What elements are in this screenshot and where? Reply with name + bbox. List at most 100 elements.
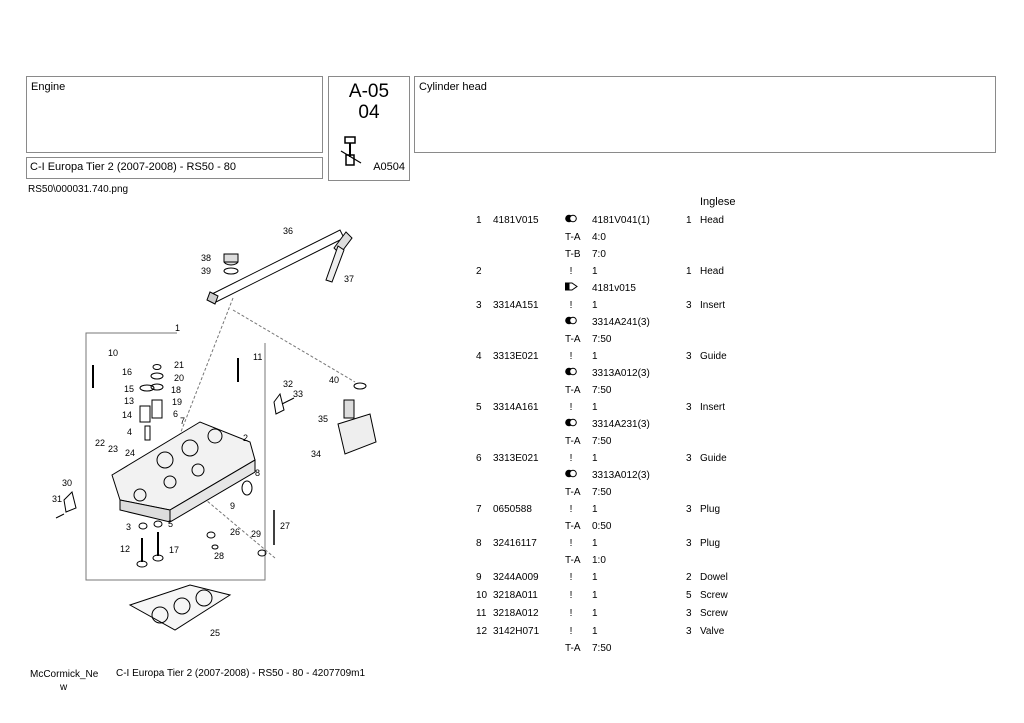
torque-value: 7:50	[592, 643, 612, 654]
torque-value: 7:50	[592, 436, 612, 447]
item-number: 9	[476, 572, 482, 583]
callout-28: 28	[214, 551, 224, 561]
description: Insert	[700, 300, 726, 311]
reference: 1	[592, 572, 598, 583]
exclamation-icon: !	[569, 453, 573, 464]
item-number: 12	[476, 626, 488, 637]
callout-12: 12	[120, 544, 130, 554]
description: Plug	[700, 538, 721, 549]
cylinder-head-group-icon	[340, 136, 362, 166]
torque-label: T-A	[565, 643, 581, 654]
interchange-icon	[565, 418, 577, 432]
torque-value: 7:50	[592, 487, 612, 498]
callout-11: 11	[253, 352, 262, 362]
interchange-icon	[565, 469, 577, 483]
quantity: 3	[686, 402, 692, 413]
footer-brand-line2: w	[60, 682, 68, 693]
description: Guide	[700, 351, 727, 362]
description: Valve	[700, 626, 725, 637]
quantity: 3	[686, 300, 692, 311]
exclamation-icon: !	[569, 351, 573, 362]
callout-27: 27	[280, 521, 290, 531]
section-title: Engine	[31, 81, 66, 93]
item-number: 8	[476, 538, 482, 549]
group-code-line2: 04	[358, 102, 380, 123]
torque-label: T-A	[565, 436, 581, 447]
quantity: 3	[686, 626, 692, 637]
part-number: 3218A011	[493, 590, 538, 601]
description: Dowel	[700, 572, 728, 583]
callout-38: 38	[201, 253, 211, 263]
group-code-line1: A-05	[348, 81, 390, 102]
description: Head	[700, 266, 724, 277]
torque-label: T-A	[565, 555, 581, 566]
reference: 1	[592, 608, 598, 619]
footer-brand: McCormick_Ne w	[30, 668, 102, 694]
exclamation-icon: !	[569, 538, 573, 549]
callout-36: 36	[283, 226, 293, 236]
description: Screw	[700, 590, 728, 601]
callout-7: 7	[180, 416, 185, 426]
torque-label: T-B	[565, 249, 581, 260]
callout-34: 34	[311, 449, 321, 459]
callout-20: 20	[174, 373, 184, 383]
reference: 1	[592, 626, 598, 637]
callout-35: 35	[318, 414, 328, 424]
quantity: 2	[686, 572, 692, 583]
torque-value: 7:50	[592, 334, 612, 345]
callout-26: 26	[230, 527, 240, 537]
exclamation-icon: !	[569, 402, 573, 413]
callout-25: 25	[210, 628, 220, 638]
reference: 1	[592, 300, 598, 311]
torque-value: 7:0	[592, 249, 606, 260]
exclamation-icon: !	[569, 266, 573, 277]
torque-value: 7:50	[592, 385, 612, 396]
callout-1: 1	[175, 323, 180, 333]
callout-31: 31	[52, 494, 62, 504]
title-box: Cylinder head	[414, 76, 996, 153]
reference: 1	[592, 266, 598, 277]
quantity: 1	[686, 266, 692, 277]
item-number: 7	[476, 504, 482, 515]
description: Head	[700, 215, 724, 226]
reference: 1	[592, 351, 598, 362]
model-title: C-I Europa Tier 2 (2007-2008) - RS50 - 8…	[30, 161, 237, 173]
quantity: 5	[686, 590, 692, 601]
model-box: C-I Europa Tier 2 (2007-2008) - RS50 - 8…	[26, 157, 323, 179]
callout-5: 5	[168, 519, 173, 529]
torque-label: T-A	[565, 521, 581, 532]
exclamation-icon: !	[569, 608, 573, 619]
part-number: 3313E021	[493, 453, 539, 464]
quantity: 3	[686, 453, 692, 464]
callout-37: 37	[344, 274, 354, 284]
torque-label: T-A	[565, 385, 581, 396]
part-number: 32416117	[493, 538, 537, 549]
quantity: 3	[686, 504, 692, 515]
reference: 4181V041(1)	[592, 215, 650, 226]
quantity: 3	[686, 538, 692, 549]
reference: 4181v015	[592, 283, 636, 294]
reference: 3314A241(3)	[592, 317, 650, 328]
description: Plug	[700, 504, 721, 515]
reference: 1	[592, 402, 598, 413]
callout-8: 8	[255, 468, 260, 478]
item-number: 2	[476, 266, 482, 277]
group-code: A-05 04	[329, 81, 409, 123]
item-number: 11	[476, 608, 487, 619]
description: Guide	[700, 453, 727, 464]
reference: 3314A231(3)	[592, 419, 650, 430]
group-code-small: A0504	[373, 161, 405, 173]
part-number: 3142H071	[493, 626, 540, 637]
reference: 3313A012(3)	[592, 368, 650, 379]
quantity: 3	[686, 351, 692, 362]
torque-value: 1:0	[592, 555, 606, 566]
item-number: 6	[476, 453, 482, 464]
torque-value: 0:50	[592, 521, 612, 532]
page-title: Cylinder head	[419, 81, 487, 93]
exclamation-icon: !	[569, 504, 573, 515]
description: Screw	[700, 608, 728, 619]
callout-18: 18	[171, 385, 181, 395]
description: Insert	[700, 402, 726, 413]
reference: 3313A012(3)	[592, 470, 650, 481]
item-number: 5	[476, 402, 482, 413]
